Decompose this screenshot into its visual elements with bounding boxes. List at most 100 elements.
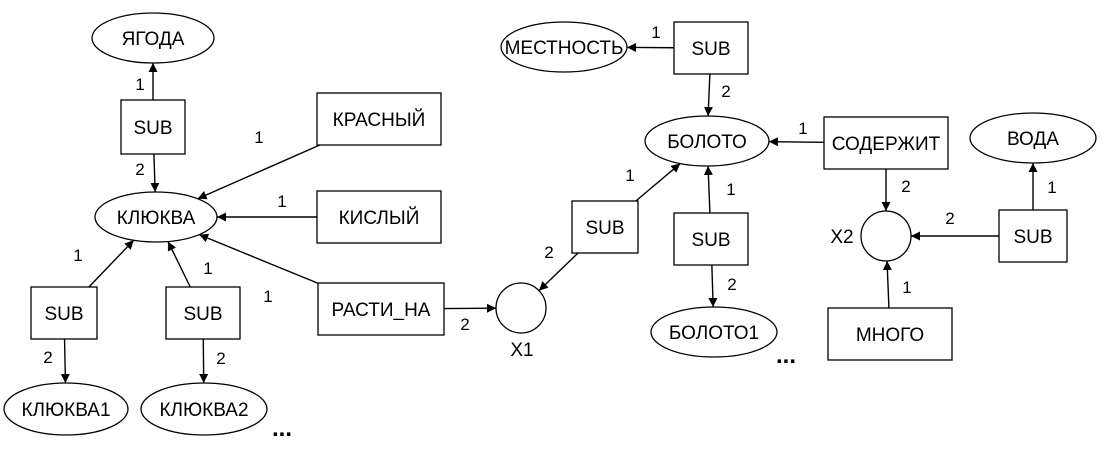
edge-number-label: 1	[625, 166, 634, 185]
concept-box	[998, 209, 1068, 263]
edge-krasny-to-klyukva: 1	[197, 128, 321, 200]
concept-box	[823, 116, 949, 170]
edge-kislyi-to-klyukva: 1	[217, 192, 317, 222]
arrow-line	[150, 153, 160, 193]
edge-number-label: 2	[544, 243, 553, 262]
edge-number-label: 1	[73, 246, 82, 265]
concept-box	[316, 190, 442, 244]
edge-number-label: 2	[727, 275, 736, 294]
arrow-line	[708, 264, 718, 308]
x2-variable-label: X2	[830, 227, 853, 248]
edge-sub2-to-klyukva1: 2	[43, 338, 70, 384]
edge-number-label: 2	[135, 160, 144, 179]
node-sub2: SUB	[30, 286, 98, 340]
arrow-line	[167, 241, 191, 288]
node-yagoda: ЯГОДА	[91, 12, 215, 64]
node-sub7: SUB	[998, 209, 1068, 263]
arrow-line	[88, 239, 135, 288]
arrow-line	[703, 165, 713, 214]
edge-number-label: 2	[43, 348, 52, 367]
node-label: SUB	[691, 230, 730, 251]
ellipsis-mark: ...	[776, 342, 796, 369]
edge-number-label: 2	[216, 349, 225, 368]
concept-box	[673, 21, 749, 75]
concept-box	[317, 282, 445, 336]
edge-rasti-to-klyukva: 1	[198, 233, 319, 306]
edge-sub4-to-x1: 2	[538, 243, 579, 292]
concept-box	[316, 92, 442, 146]
concept-box	[120, 99, 186, 155]
node-label: СОДЕРЖИТ	[832, 134, 941, 155]
node-label: БОЛОТО1	[669, 323, 759, 344]
edge-sub6-to-boloto1: 2	[708, 264, 737, 308]
node-label: SUB	[1013, 227, 1052, 248]
edge-number-label: 2	[901, 177, 910, 196]
node-sub5: SUB	[673, 21, 749, 75]
edge-number-label: 2	[460, 315, 469, 334]
node-label: SUB	[44, 304, 83, 325]
arrow-line	[882, 260, 892, 309]
node-x2	[860, 210, 912, 262]
node-krasny: КРАСНЫЙ	[316, 92, 442, 146]
concept-ellipse	[140, 382, 268, 436]
node-klyukva: КЛЮКВА	[94, 191, 218, 243]
node-label: ВОДА	[1007, 129, 1059, 150]
edge-number-label: 2	[721, 82, 730, 101]
node-label: КЛЮКВА2	[159, 400, 248, 421]
arrow-line	[197, 144, 321, 200]
nodes-layer: ЯГОДА SUB КРАСНЫЙ КИСЛЫЙ КЛЮКВА РАСТИ_НА SUB SU…	[3, 12, 1097, 436]
x1-variable-label: X1	[510, 340, 533, 361]
node-label: SUB	[133, 118, 172, 139]
concept-ellipse	[969, 112, 1097, 164]
edge-number-label: 1	[254, 128, 263, 147]
arrow-line	[538, 252, 579, 292]
ellipsis-mark: ...	[272, 415, 292, 442]
edge-sub3-to-klyukva: 1	[167, 241, 213, 288]
node-rasti: РАСТИ_НА	[317, 282, 445, 336]
variable-circle	[860, 210, 912, 262]
edge-soderzhit-to-x2: 2	[881, 169, 911, 211]
concept-box	[165, 286, 241, 340]
node-kislyi: КИСЛЫЙ	[316, 190, 442, 244]
annotations-layer: X1 X2 ... ...	[272, 227, 854, 442]
edge-sub1-to-yagoda: 1	[135, 63, 158, 100]
node-label: КРАСНЫЙ	[333, 109, 426, 131]
node-sub1: SUB	[120, 99, 186, 155]
concept-ellipse	[650, 306, 778, 358]
node-label: SUB	[691, 39, 730, 60]
node-label: SUB	[585, 218, 624, 239]
node-label: ЯГОДА	[122, 29, 185, 50]
edge-number-label: 1	[902, 278, 911, 297]
edge-number-label: 1	[726, 180, 735, 199]
edge-number-label: 1	[203, 259, 212, 278]
edge-sub5-to-boloto: 2	[703, 73, 731, 117]
node-klyukva1: КЛЮКВА1	[3, 382, 129, 436]
edge-sub5-to-mestnost: 1	[626, 23, 675, 52]
edge-mnogo-to-x2: 1	[882, 260, 912, 309]
concept-ellipse	[91, 12, 215, 64]
node-label: SUB	[183, 304, 222, 325]
concept-box	[827, 307, 953, 361]
node-sub3: SUB	[165, 286, 241, 340]
edge-rasti-to-x1: 2	[443, 303, 497, 334]
concept-ellipse	[500, 21, 628, 73]
node-label: РАСТИ_НА	[332, 300, 431, 321]
concept-ellipse	[94, 191, 218, 243]
edge-sub2-to-klyukva: 1	[73, 239, 135, 288]
edge-sub3-to-klyukva2: 2	[199, 338, 226, 384]
node-mestnost: МЕСТНОСТЬ	[500, 21, 628, 73]
edge-sub4-to-boloto: 1	[625, 163, 681, 202]
node-klyukva2: КЛЮКВА2	[140, 382, 268, 436]
node-boloto1: БОЛОТО1	[650, 306, 778, 358]
concept-ellipse	[3, 382, 129, 436]
node-label: КЛЮКВА	[117, 208, 196, 229]
arrow-line	[768, 137, 825, 147]
node-label: МНОГО	[856, 325, 924, 346]
edge-number-label: 1	[135, 75, 144, 94]
node-label: КЛЮКВА1	[21, 400, 110, 421]
edge-soderzhit-to-boloto: 1	[768, 119, 825, 147]
node-boloto: БОЛОТО	[644, 115, 770, 167]
edge-number-label: 2	[945, 209, 954, 228]
